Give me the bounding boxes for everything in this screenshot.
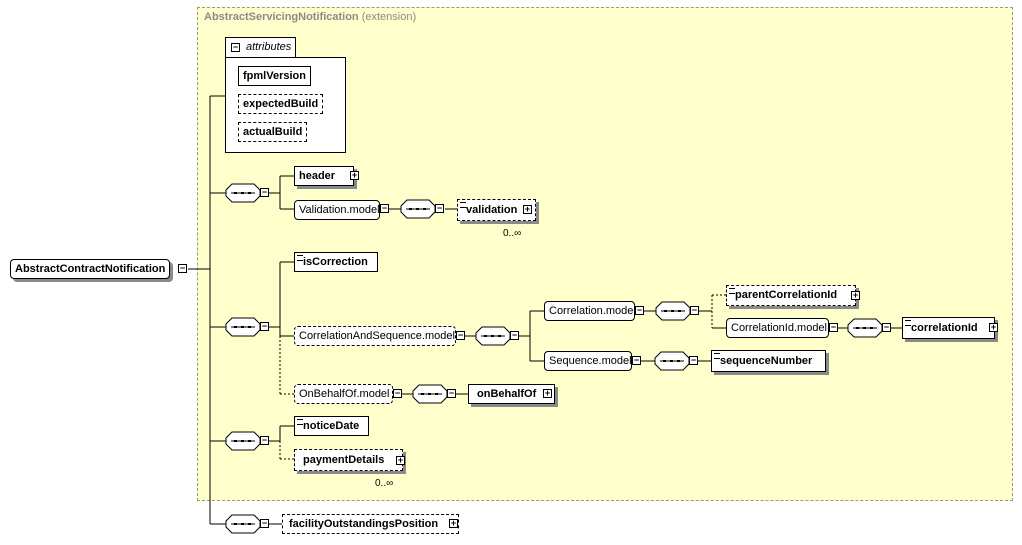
minus-icon[interactable]: − [882,322,891,332]
minus-icon[interactable]: − [690,305,699,315]
doc-icon [714,353,720,359]
occurrence-label: 0..∞ [503,228,522,239]
element-onbehalfof[interactable]: onBehalfOf [468,384,556,404]
attribute-label: expectedBuild [243,98,319,110]
element-label: correlationId [911,322,978,334]
occurrence-label: 0..∞ [375,478,394,489]
plus-icon[interactable]: + [396,455,405,465]
attribute-label: actualBuild [243,126,303,138]
element-label: header [299,170,336,182]
plus-icon[interactable]: + [543,388,552,398]
minus-icon[interactable]: − [510,330,519,340]
attributes-tab[interactable]: − attributes [225,37,296,57]
element-paymentdetails[interactable]: paymentDetails [294,449,404,471]
element-iscorrection[interactable]: isCorrection [294,252,378,272]
minus-icon[interactable]: − [632,355,641,365]
element-label: noticeDate [303,420,360,432]
element-header[interactable]: header [294,166,355,186]
group-correlation-model[interactable]: Correlation.model [544,301,636,321]
doc-icon [905,320,911,326]
extension-suffix: (extension) [361,11,417,23]
element-label: facilityOutstandingsPosition [289,518,439,530]
minus-icon[interactable]: − [635,305,644,315]
plus-icon[interactable]: + [350,170,359,180]
root-label: AbstractContractNotification [15,263,166,275]
extension-name: AbstractServicingNotification [204,11,359,23]
plus-icon[interactable]: + [851,290,860,300]
minus-icon[interactable]: − [260,518,269,528]
element-label: isCorrection [303,256,368,268]
element-label: onBehalfOf [477,388,537,400]
group-label: OnBehalfOf.model [299,388,390,400]
element-label: sequenceNumber [720,355,813,367]
minus-icon[interactable]: − [829,322,838,332]
doc-icon [297,255,303,261]
minus-icon[interactable]: − [380,203,389,213]
attribute-fpmlversion[interactable]: fpmlVersion [238,66,311,86]
minus-icon[interactable]: − [689,355,698,365]
group-label: CorrelationAndSequence.model [299,330,455,342]
group-label: Sequence.model [549,355,632,367]
doc-icon [460,202,466,208]
group-label: Validation.model [299,204,380,216]
element-label: paymentDetails [303,454,385,466]
minus-icon[interactable]: − [178,263,187,273]
attributes-label: attributes [246,41,292,53]
minus-icon[interactable]: − [456,330,465,340]
group-sequence-model[interactable]: Sequence.model [544,351,632,371]
doc-icon [297,419,303,425]
minus-icon[interactable]: − [231,42,240,52]
element-sequencenumber[interactable]: sequenceNumber [711,350,826,372]
minus-icon[interactable]: − [435,203,444,213]
minus-icon[interactable]: − [393,388,402,398]
minus-icon[interactable]: − [260,187,269,197]
plus-icon[interactable]: + [523,204,532,214]
element-validation[interactable]: validation [457,199,537,221]
group-onbehalfof-model[interactable]: OnBehalfOf.model [294,384,393,404]
group-correlationid-model[interactable]: CorrelationId.model [726,318,829,338]
attribute-expectedbuild[interactable]: expectedBuild [238,94,324,114]
element-parentcorrelationid[interactable]: parentCorrelationId [726,285,857,306]
element-correlationid[interactable]: correlationId [902,317,995,339]
minus-icon[interactable]: − [260,321,269,331]
plus-icon[interactable]: + [449,518,458,528]
minus-icon[interactable]: − [447,388,456,398]
element-label: parentCorrelationId [735,289,838,301]
extension-title: AbstractServicingNotification (extension… [204,11,416,23]
group-validation-model[interactable]: Validation.model [294,200,380,220]
attribute-label: fpmlVersion [243,70,306,82]
doc-icon [729,288,735,294]
element-facilityoutstandingsposition[interactable]: facilityOutstandingsPosition [282,514,460,534]
root-element[interactable]: AbstractContractNotification [10,259,171,279]
attribute-actualbuild[interactable]: actualBuild [238,122,308,142]
minus-icon[interactable]: − [260,435,269,445]
group-correlation-and-sequence-model[interactable]: CorrelationAndSequence.model [294,326,456,346]
group-label: Correlation.model [549,305,636,317]
group-label: CorrelationId.model [731,322,827,334]
plus-icon[interactable]: + [989,322,998,332]
element-label: validation [466,204,518,216]
element-noticedate[interactable]: noticeDate [294,416,369,436]
